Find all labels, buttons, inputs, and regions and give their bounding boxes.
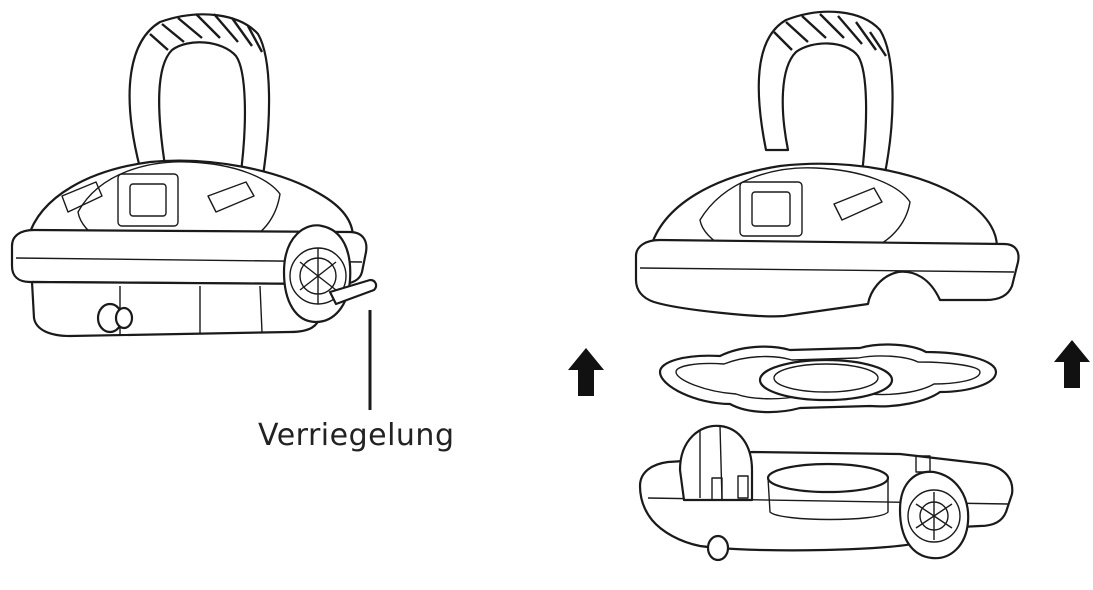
front-nozzle	[96, 302, 134, 334]
motor-housing	[678, 424, 754, 502]
handle-top	[757, 10, 894, 180]
vent-right	[207, 181, 255, 213]
robot-assembled	[10, 13, 378, 338]
gasket	[658, 343, 998, 414]
base-nozzle	[706, 534, 730, 562]
gasket-ring	[758, 358, 894, 402]
wheel	[282, 224, 352, 324]
center-window-inner	[129, 183, 167, 217]
callout-label-verriegelung: Verriegelung	[258, 418, 455, 453]
lower-body	[30, 280, 324, 338]
vent-left	[61, 181, 103, 213]
center-window	[117, 173, 179, 227]
base-body	[638, 424, 1014, 562]
lift-arrow-left	[568, 348, 604, 396]
latch	[328, 278, 378, 306]
cover-rim	[634, 238, 1020, 318]
handle	[128, 13, 271, 184]
base-wheel	[898, 470, 970, 560]
top-cover	[634, 10, 1020, 318]
rim	[10, 228, 368, 286]
center-cylinder	[766, 462, 890, 494]
lift-arrow-right	[1054, 340, 1090, 388]
